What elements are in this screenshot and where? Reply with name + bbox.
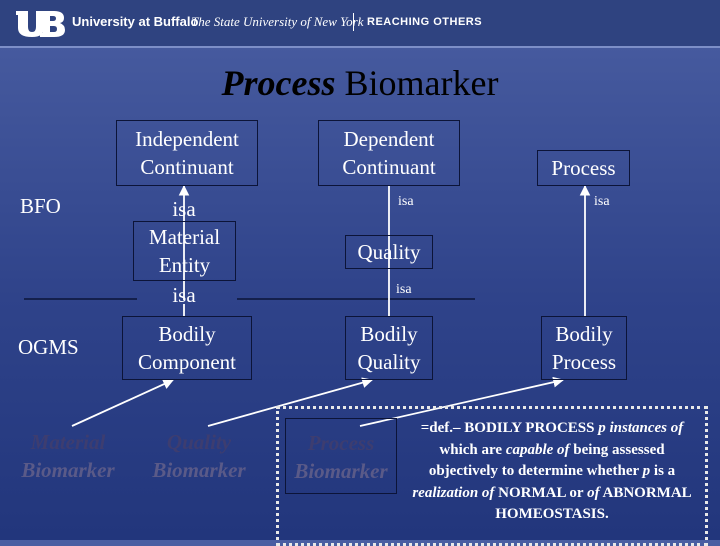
material-biomarker: Material Biomarker bbox=[10, 428, 126, 484]
node-bodily-component: Bodily Component bbox=[122, 316, 252, 380]
process-biomarker-suffix: Biomarker bbox=[294, 459, 388, 483]
row-label-ogms: OGMS bbox=[18, 335, 79, 359]
banner-separator bbox=[353, 13, 354, 31]
definition-part: instances of bbox=[609, 420, 684, 436]
definition-part: =def.– BODILY PROCESS bbox=[420, 420, 599, 436]
node-bodily-quality: Bodily Quality bbox=[345, 316, 433, 380]
university-subtitle: The State University of New York bbox=[191, 14, 364, 29]
definition-part: capable of bbox=[505, 441, 570, 458]
node-quality: Quality bbox=[345, 235, 433, 269]
definition-part: being assessed objectively to determine … bbox=[428, 441, 665, 480]
process-biomarker: Process Biomarker bbox=[285, 418, 397, 494]
definition-part: of bbox=[587, 484, 600, 501]
material-biomarker-suffix: Biomarker bbox=[21, 458, 115, 482]
material-biomarker-word: Material bbox=[30, 430, 106, 454]
title-emphasis: Process bbox=[221, 63, 336, 103]
node-bodily-process: Bodily Process bbox=[541, 316, 627, 380]
isa-independent-to-material: isa bbox=[172, 197, 196, 221]
process-biomarker-word: Process bbox=[307, 431, 375, 455]
ub-logo-icon bbox=[16, 11, 65, 37]
node-dependent-continuant: Dependent Continuant bbox=[318, 120, 460, 186]
node-material-entity: Material Entity bbox=[133, 221, 236, 281]
university-name: University at Buffalo bbox=[72, 14, 199, 29]
node-independent-continuant: Independent Continuant bbox=[116, 120, 258, 186]
definition-part: p bbox=[642, 463, 651, 479]
definition-part: NORMAL or bbox=[494, 484, 588, 501]
definition-part: which are bbox=[439, 441, 506, 458]
isa-dependent-to-quality: isa bbox=[398, 194, 414, 209]
definition-part: p bbox=[598, 420, 606, 436]
definition-part: realization of bbox=[412, 484, 495, 501]
definition-part: ABNORMAL HOMEOSTASIS. bbox=[495, 484, 692, 523]
quality-biomarker-suffix: Biomarker bbox=[152, 458, 246, 482]
quality-biomarker: Quality Biomarker bbox=[141, 428, 257, 484]
isa-quality-to-bodily: isa bbox=[396, 282, 412, 297]
arrow-quality-biomarker-to-quality bbox=[207, 377, 374, 427]
node-process: Process bbox=[537, 150, 630, 186]
bodily-process-definition: =def.– BODILY PROCESS p instances of whi… bbox=[410, 418, 694, 526]
definition-part: is a bbox=[650, 463, 676, 479]
header-banner: University at Buffalo The State Universi… bbox=[0, 0, 720, 48]
quality-biomarker-word: Quality bbox=[166, 430, 232, 454]
isa-process-to-bodily: isa bbox=[594, 194, 610, 209]
isa-material-to-component: isa bbox=[172, 283, 196, 307]
arrow-material-biomarker-to-component bbox=[71, 379, 174, 427]
banner-tagline: REACHING OTHERS bbox=[367, 16, 483, 28]
slide-title: Process Biomarker bbox=[0, 62, 720, 104]
title-rest: Biomarker bbox=[344, 63, 499, 103]
row-label-bfo: BFO bbox=[20, 194, 61, 218]
